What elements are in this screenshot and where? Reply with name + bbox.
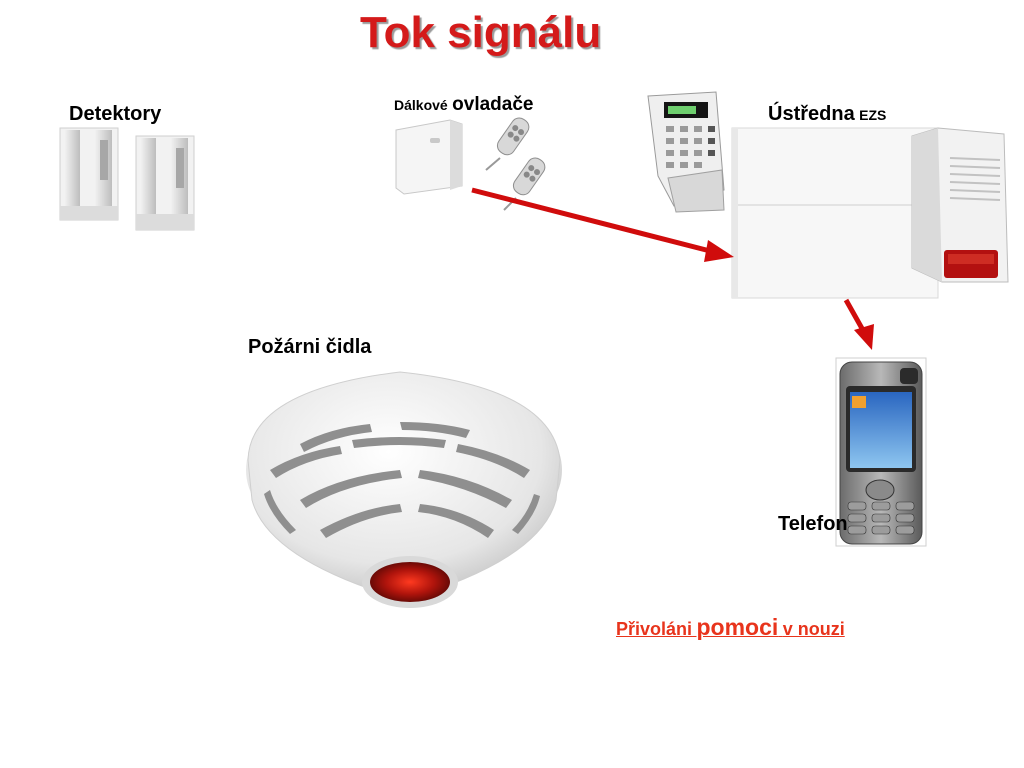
window-magnetic-contact-icon xyxy=(59,127,195,231)
mobile-phone-icon xyxy=(835,357,927,547)
help-text-part2: pomoci xyxy=(696,614,779,640)
detectors-label: Detektory xyxy=(69,103,162,125)
arrow-remote-to-panel xyxy=(471,187,734,262)
control-panel-label-sub: EZS xyxy=(859,107,887,123)
page-title: Tok signálu xyxy=(360,8,602,57)
remote-controls-label: Dálkové ovladače xyxy=(394,94,533,116)
help-text-part1: Přivoláni xyxy=(616,619,693,639)
outdoor-siren-icon xyxy=(911,127,1009,283)
wireless-receiver-icon xyxy=(395,119,463,195)
alarm-keypad-icon xyxy=(647,91,725,213)
call-for-help-link[interactable]: Přivoláni pomoci v nouzi xyxy=(616,614,845,641)
remote-controls-label-large: ovladače xyxy=(452,94,534,115)
keyfob-remote-icon xyxy=(485,117,546,211)
remote-controls-label-small: Dálkové xyxy=(394,97,448,113)
phone-label: Telefon xyxy=(778,513,848,535)
smoke-detector-icon xyxy=(246,371,562,608)
fire-detectors-label: Požárni čidla xyxy=(248,336,372,358)
alarm-control-panel-icon xyxy=(731,127,939,299)
control-panel-label-main: Ústředna xyxy=(768,103,855,125)
control-panel-label: Ústředna EZS xyxy=(768,103,886,126)
help-text-part3: v nouzi xyxy=(782,619,845,639)
arrow-panel-to-phone xyxy=(843,298,874,350)
